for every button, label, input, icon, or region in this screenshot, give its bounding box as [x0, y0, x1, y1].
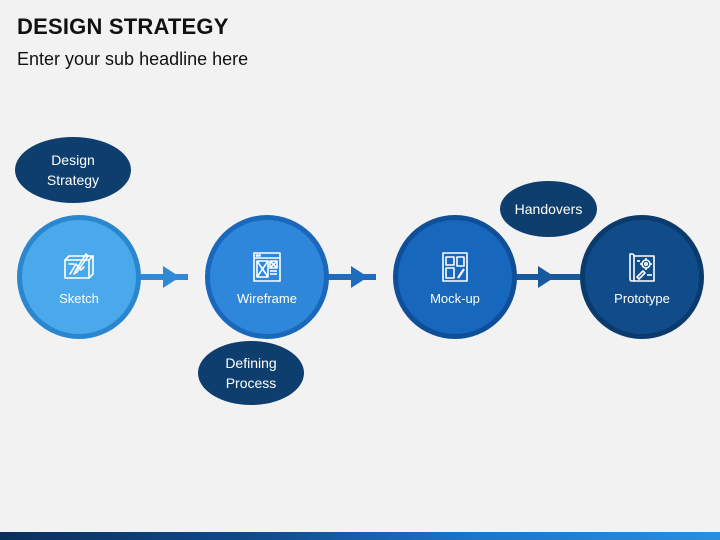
- callout-design-strategy-label: Design Strategy: [46, 152, 100, 188]
- stage-prototype: Prototype: [580, 215, 704, 339]
- stage-sketch: Sketch: [17, 215, 141, 339]
- sketch-icon: [64, 253, 94, 279]
- arrow-3-head: [538, 266, 555, 288]
- page-title: DESIGN STRATEGY: [17, 14, 229, 39]
- callout-handovers: Handovers: [500, 181, 597, 237]
- page-subtitle: Enter your sub headline here: [17, 49, 249, 69]
- stage-sketch-label: Sketch: [59, 291, 99, 306]
- stage-mockup-label: Mock-up: [430, 291, 480, 306]
- wireframe-icon: [253, 252, 281, 282]
- prototype-icon: [629, 253, 655, 282]
- stage-wireframe: Wireframe: [205, 215, 329, 339]
- arrow-2-head: [351, 266, 368, 288]
- footer-gradient-bar: [0, 532, 720, 540]
- arrow-1-head: [163, 266, 180, 288]
- stage-prototype-label: Prototype: [614, 291, 670, 306]
- callout-defining-process: Defining Process: [198, 341, 304, 405]
- mockup-icon: [442, 252, 468, 282]
- callout-design-strategy: Design Strategy: [15, 137, 131, 203]
- callout-handovers-label: Handovers: [514, 201, 583, 217]
- stage-wireframe-label: Wireframe: [237, 291, 297, 306]
- callout-defining-process-label: Defining Process: [225, 355, 277, 391]
- stage-mockup: Mock-up: [393, 215, 517, 339]
